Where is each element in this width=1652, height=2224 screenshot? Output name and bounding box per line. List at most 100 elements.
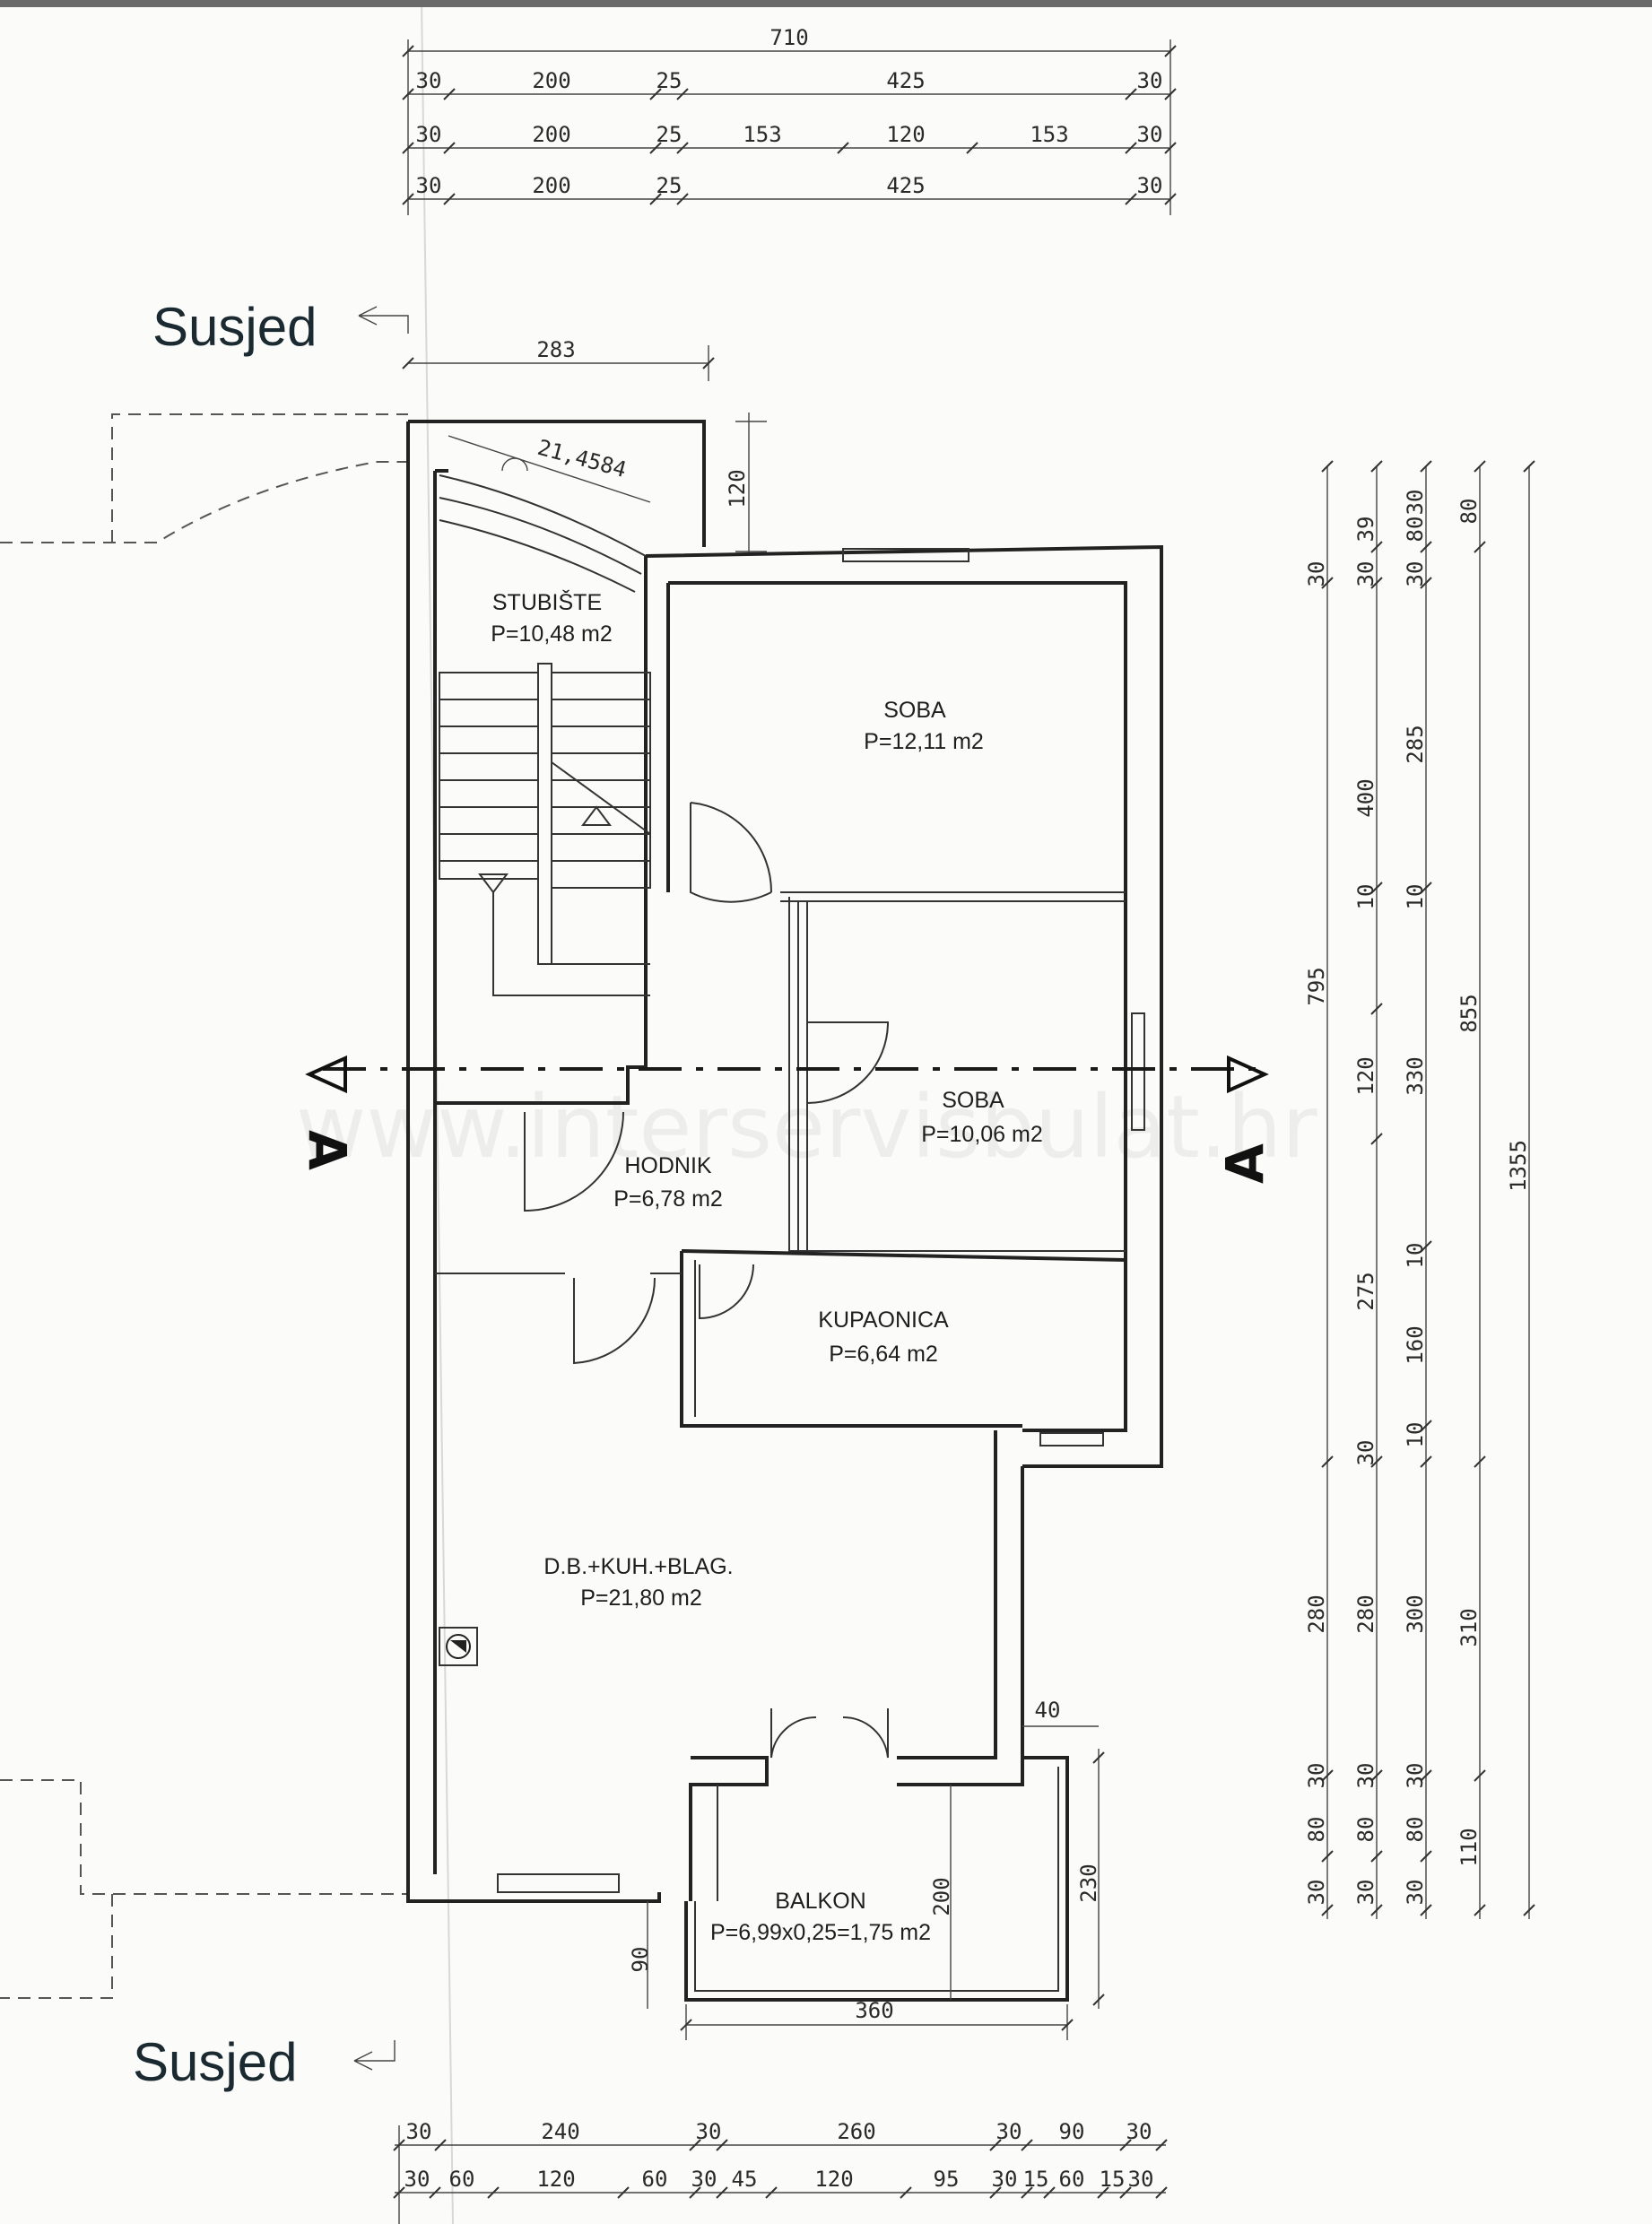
dim-dims-right-col1-0: 30: [1304, 561, 1329, 587]
dim-dims-bottom-row1-6: 30: [1126, 2119, 1152, 2144]
dim-dims-right-col3-7: 160: [1403, 1325, 1428, 1364]
dim-dims-bottom-row1-4: 30: [996, 2119, 1022, 2144]
dim-dims-bottom-row2-5: 45: [732, 2167, 758, 2192]
room-soba2-area: P=10,06 m2: [921, 1122, 1043, 1147]
dim-top-r3-2: 25: [656, 122, 683, 147]
dim-stair-offset: 120: [725, 469, 750, 508]
dim-dims-right-col3-11: 80: [1403, 1817, 1428, 1843]
dim-dims-right-col3-5: 330: [1403, 1056, 1428, 1095]
dim-stair-width: 283: [536, 337, 575, 362]
section-line: A A: [297, 1055, 1275, 1184]
dim-dims-right-col2-6: 30: [1353, 1440, 1378, 1466]
dim-dims-bottom-row2-6: 120: [814, 2167, 853, 2192]
dim-top-r4-1: 200: [532, 173, 570, 198]
room-stubiste-area: P=10,48 m2: [491, 621, 613, 647]
dim-dims-right-col2-0: 39: [1353, 517, 1378, 543]
room-labels: STUBIŠTE P=10,48 m2 SOBA P=12,11 m2 SOBA…: [491, 589, 1043, 1945]
room-kupaonica-name: KUPAONICA: [818, 1307, 949, 1333]
dim-top-r3-0: 30: [416, 122, 442, 147]
dim-dims-right-col5-0: 1355: [1506, 1140, 1531, 1192]
dim-dims-right-col3-1: 80: [1403, 517, 1428, 543]
staircase: [439, 663, 651, 996]
room-soba2-name: SOBA: [942, 1088, 1004, 1113]
dim-dims-right-col1-1: 795: [1304, 967, 1329, 1005]
dim-balcony-width: 360: [855, 1998, 893, 2023]
dim-dims-bottom-row1-1: 240: [541, 2119, 579, 2144]
dim-dims-right-col3-8: 10: [1403, 1422, 1428, 1448]
dim-dims-right-col2-9: 80: [1353, 1817, 1378, 1843]
dim-dims-right-col2-3: 10: [1353, 884, 1378, 910]
dim-top-r4-4: 30: [1137, 173, 1163, 198]
dim-dims-right-col3-6: 10: [1403, 1243, 1428, 1269]
dim-dims-right-col3-3: 285: [1403, 725, 1428, 763]
dim-dims-right-col1-2: 280: [1304, 1594, 1329, 1633]
dim-dims-bottom-row1-2: 30: [696, 2119, 722, 2144]
dim-dims-bottom-row2-8: 30: [992, 2167, 1018, 2192]
dim-top-r4-3: 425: [886, 173, 925, 198]
dim-balcony-depth: 230: [1076, 1863, 1101, 1902]
dim-dims-right-col1-3: 30: [1304, 1763, 1329, 1789]
dim-balcony-left: 90: [628, 1947, 653, 1973]
room-hodnik-name: HODNIK: [624, 1153, 712, 1178]
dim-top-r4-2: 25: [656, 173, 683, 198]
top-dimensions: 710 30 200 25 425 30 30 200 25 153 120 1…: [402, 25, 1177, 556]
dim-top-r2-0: 30: [416, 68, 442, 93]
neighbor-label-top: Susjed: [152, 297, 317, 357]
dim-dims-right-col1-4: 80: [1304, 1817, 1329, 1843]
dim-dims-right-col3-10: 30: [1403, 1763, 1428, 1789]
dim-top-r3-5: 153: [1030, 122, 1068, 147]
dim-dims-bottom-row2-10: 60: [1059, 2167, 1085, 2192]
dim-dims-bottom-row2-2: 120: [536, 2167, 575, 2192]
room-stubiste-name: STUBIŠTE: [492, 589, 602, 615]
room-soba1-area: P=12,11 m2: [864, 729, 984, 754]
room-dnevni-name: D.B.+KUH.+BLAG.: [543, 1554, 733, 1579]
dim-dims-right-col4-2: 310: [1456, 1608, 1482, 1646]
dim-dims-bottom-row1-3: 260: [837, 2119, 875, 2144]
dim-dims-bottom-row2-12: 30: [1128, 2167, 1154, 2192]
dim-dims-bottom-row2-9: 15: [1023, 2167, 1049, 2192]
dim-top-r3-6: 30: [1137, 122, 1163, 147]
dim-dims-right-col1-5: 30: [1304, 1880, 1329, 1906]
dim-dims-right-col3-2: 30: [1403, 561, 1428, 587]
room-soba1-name: SOBA: [883, 698, 946, 723]
chimney-symbol: [439, 1627, 478, 1666]
section-label-right: A: [1214, 1143, 1275, 1184]
room-balkon-area: P=6,99x0,25=1,75 m2: [710, 1920, 931, 1945]
dim-top-r4-0: 30: [416, 173, 442, 198]
doors: [524, 802, 890, 1759]
bottom-dimensions: 30 240 30 260 30 90 30 30 60 120 60 30 4…: [393, 2119, 1168, 2224]
room-balkon-name: BALKON: [775, 1889, 865, 1914]
dim-top-r3-3: 153: [743, 122, 781, 147]
dim-top-r2-1: 200: [532, 68, 570, 93]
walls: [406, 420, 1163, 2002]
dim-radius: 21,4584: [535, 435, 629, 482]
dim-dims-right-col3-0: 30: [1403, 490, 1428, 516]
room-dnevni-area: P=21,80 m2: [580, 1585, 702, 1611]
dim-top-r2-4: 30: [1137, 68, 1163, 93]
dim-dims-bottom-row1-5: 90: [1059, 2119, 1085, 2144]
dim-dims-right-col4-1: 855: [1456, 994, 1482, 1032]
section-label-left: A: [297, 1130, 358, 1170]
dim-dims-bottom-row2-0: 30: [404, 2167, 430, 2192]
dim-dims-bottom-row2-3: 60: [642, 2167, 668, 2192]
dim-dims-right-col4-0: 80: [1456, 499, 1482, 525]
dim-dims-right-col2-1: 30: [1353, 561, 1378, 587]
neighbor-label-bottom: Susjed: [133, 2032, 297, 2092]
dim-top-overall: 710: [769, 25, 808, 50]
dim-dims-right-col2-7: 280: [1353, 1594, 1378, 1633]
stair-arc: 21,4584: [439, 435, 651, 593]
dim-balcony-offset: 200: [929, 1877, 954, 1916]
dim-top-r3-1: 200: [532, 122, 570, 147]
dim-dims-bottom-row2-11: 15: [1100, 2167, 1126, 2192]
dim-dims-bottom-row2-4: 30: [691, 2167, 717, 2192]
dim-dims-right-col3-4: 10: [1403, 884, 1428, 910]
dim-dims-right-col2-4: 120: [1353, 1056, 1378, 1095]
balcony-dimensions: 360 230 200 90 40: [628, 1698, 1105, 2040]
dim-dims-bottom-row2-7: 95: [934, 2167, 960, 2192]
dim-dims-bottom-row1-0: 30: [406, 2119, 432, 2144]
dim-balcony-step: 40: [1035, 1698, 1061, 1723]
right-dimensions: 30 795 280 30 80 30 39 30 400 10 120 275…: [1304, 460, 1535, 1919]
room-hodnik-area: P=6,78 m2: [613, 1186, 723, 1212]
dim-dims-right-col3-9: 300: [1403, 1594, 1428, 1633]
